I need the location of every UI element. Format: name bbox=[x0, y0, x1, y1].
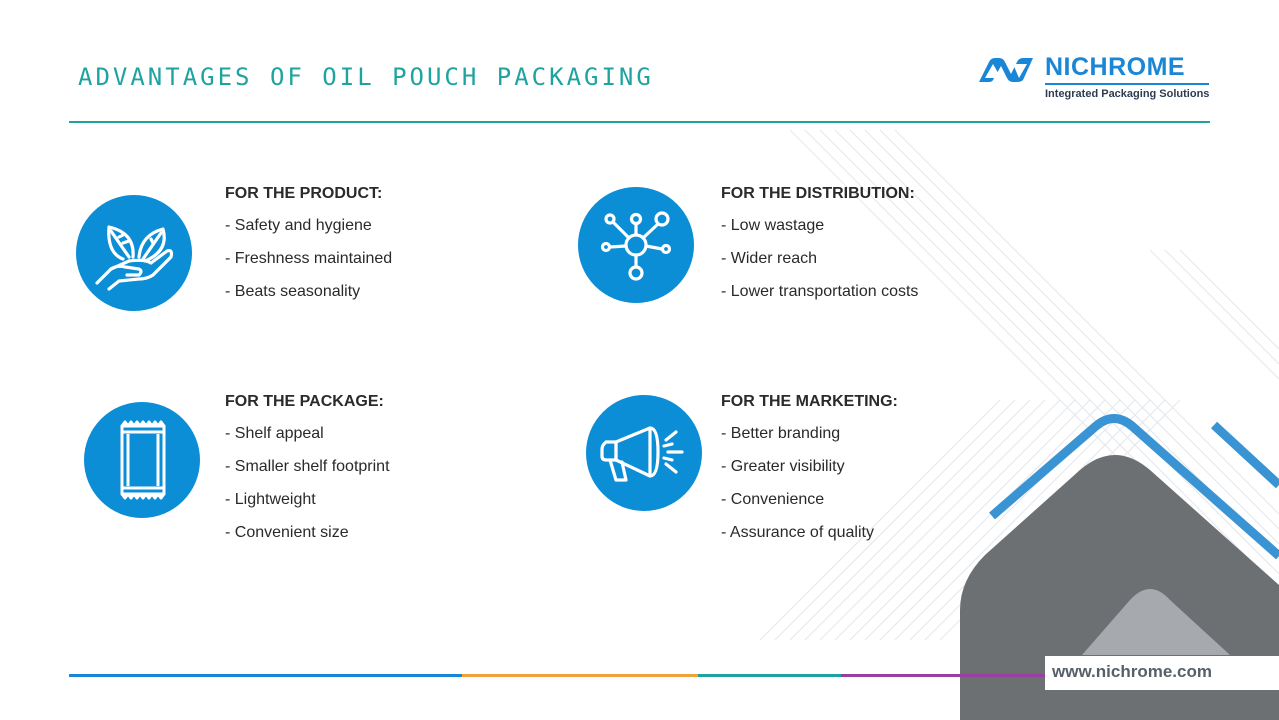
list-item: - Freshness maintained bbox=[225, 250, 393, 267]
nichrome-logo-mark-icon bbox=[979, 58, 1033, 82]
section-heading: FOR THE DISTRIBUTION: bbox=[721, 185, 915, 202]
logo-wordmark: NICHROME bbox=[1045, 53, 1186, 81]
section-heading: FOR THE PRODUCT: bbox=[225, 185, 383, 202]
package-icon-badge bbox=[84, 402, 200, 518]
distribution-section: FOR THE DISTRIBUTION: - Low wastage - Wi… bbox=[721, 185, 918, 316]
section-heading: FOR THE MARKETING: bbox=[721, 393, 898, 410]
list-item: - Convenient size bbox=[225, 524, 349, 541]
logo-tagline: Integrated Packaging Solutions bbox=[1045, 88, 1210, 100]
footer-bar-orange bbox=[462, 674, 698, 677]
list-item: - Beats seasonality bbox=[225, 283, 361, 300]
hand-with-leaves-icon bbox=[95, 225, 174, 291]
network-nodes-icon bbox=[600, 211, 672, 281]
list-item: - Shelf appeal bbox=[225, 425, 324, 442]
footer-url-backdrop bbox=[1045, 656, 1279, 690]
list-item: - Wider reach bbox=[721, 250, 818, 267]
package-section: FOR THE PACKAGE: - Shelf appeal - Smalle… bbox=[225, 393, 390, 557]
list-item: - Smaller shelf footprint bbox=[225, 458, 390, 475]
nichrome-logo: NICHROME Integrated Packaging Solutions bbox=[975, 50, 1215, 105]
website-url[interactable]: www.nichrome.com bbox=[1052, 662, 1212, 681]
product-section: FOR THE PRODUCT: - Safety and hygiene - … bbox=[225, 185, 392, 316]
footer-bar-blue bbox=[69, 674, 462, 677]
footer-bar-purple bbox=[841, 674, 1046, 677]
list-item: - Low wastage bbox=[721, 217, 825, 234]
logo-underline bbox=[1045, 83, 1209, 85]
list-item: - Lower transportation costs bbox=[721, 283, 919, 300]
pouch-icon bbox=[120, 420, 166, 500]
list-item: - Greater visibility bbox=[721, 458, 845, 475]
marketing-icon-badge bbox=[586, 395, 702, 511]
section-heading: FOR THE PACKAGE: bbox=[225, 393, 384, 410]
title-divider bbox=[69, 121, 1210, 123]
list-item: - Lightweight bbox=[225, 491, 316, 508]
marketing-section: FOR THE MARKETING: - Better branding - G… bbox=[721, 393, 898, 557]
list-item: - Safety and hygiene bbox=[225, 217, 372, 234]
list-item: - Assurance of quality bbox=[721, 524, 874, 541]
megaphone-icon bbox=[600, 426, 684, 482]
list-item: - Better branding bbox=[721, 425, 841, 442]
distribution-icon-badge bbox=[578, 187, 694, 303]
list-item: - Convenience bbox=[721, 491, 825, 508]
product-icon-badge bbox=[76, 195, 192, 311]
footer-bar-teal bbox=[698, 674, 841, 677]
page-title: ADVANTAGES OF OIL POUCH PACKAGING bbox=[78, 63, 654, 91]
